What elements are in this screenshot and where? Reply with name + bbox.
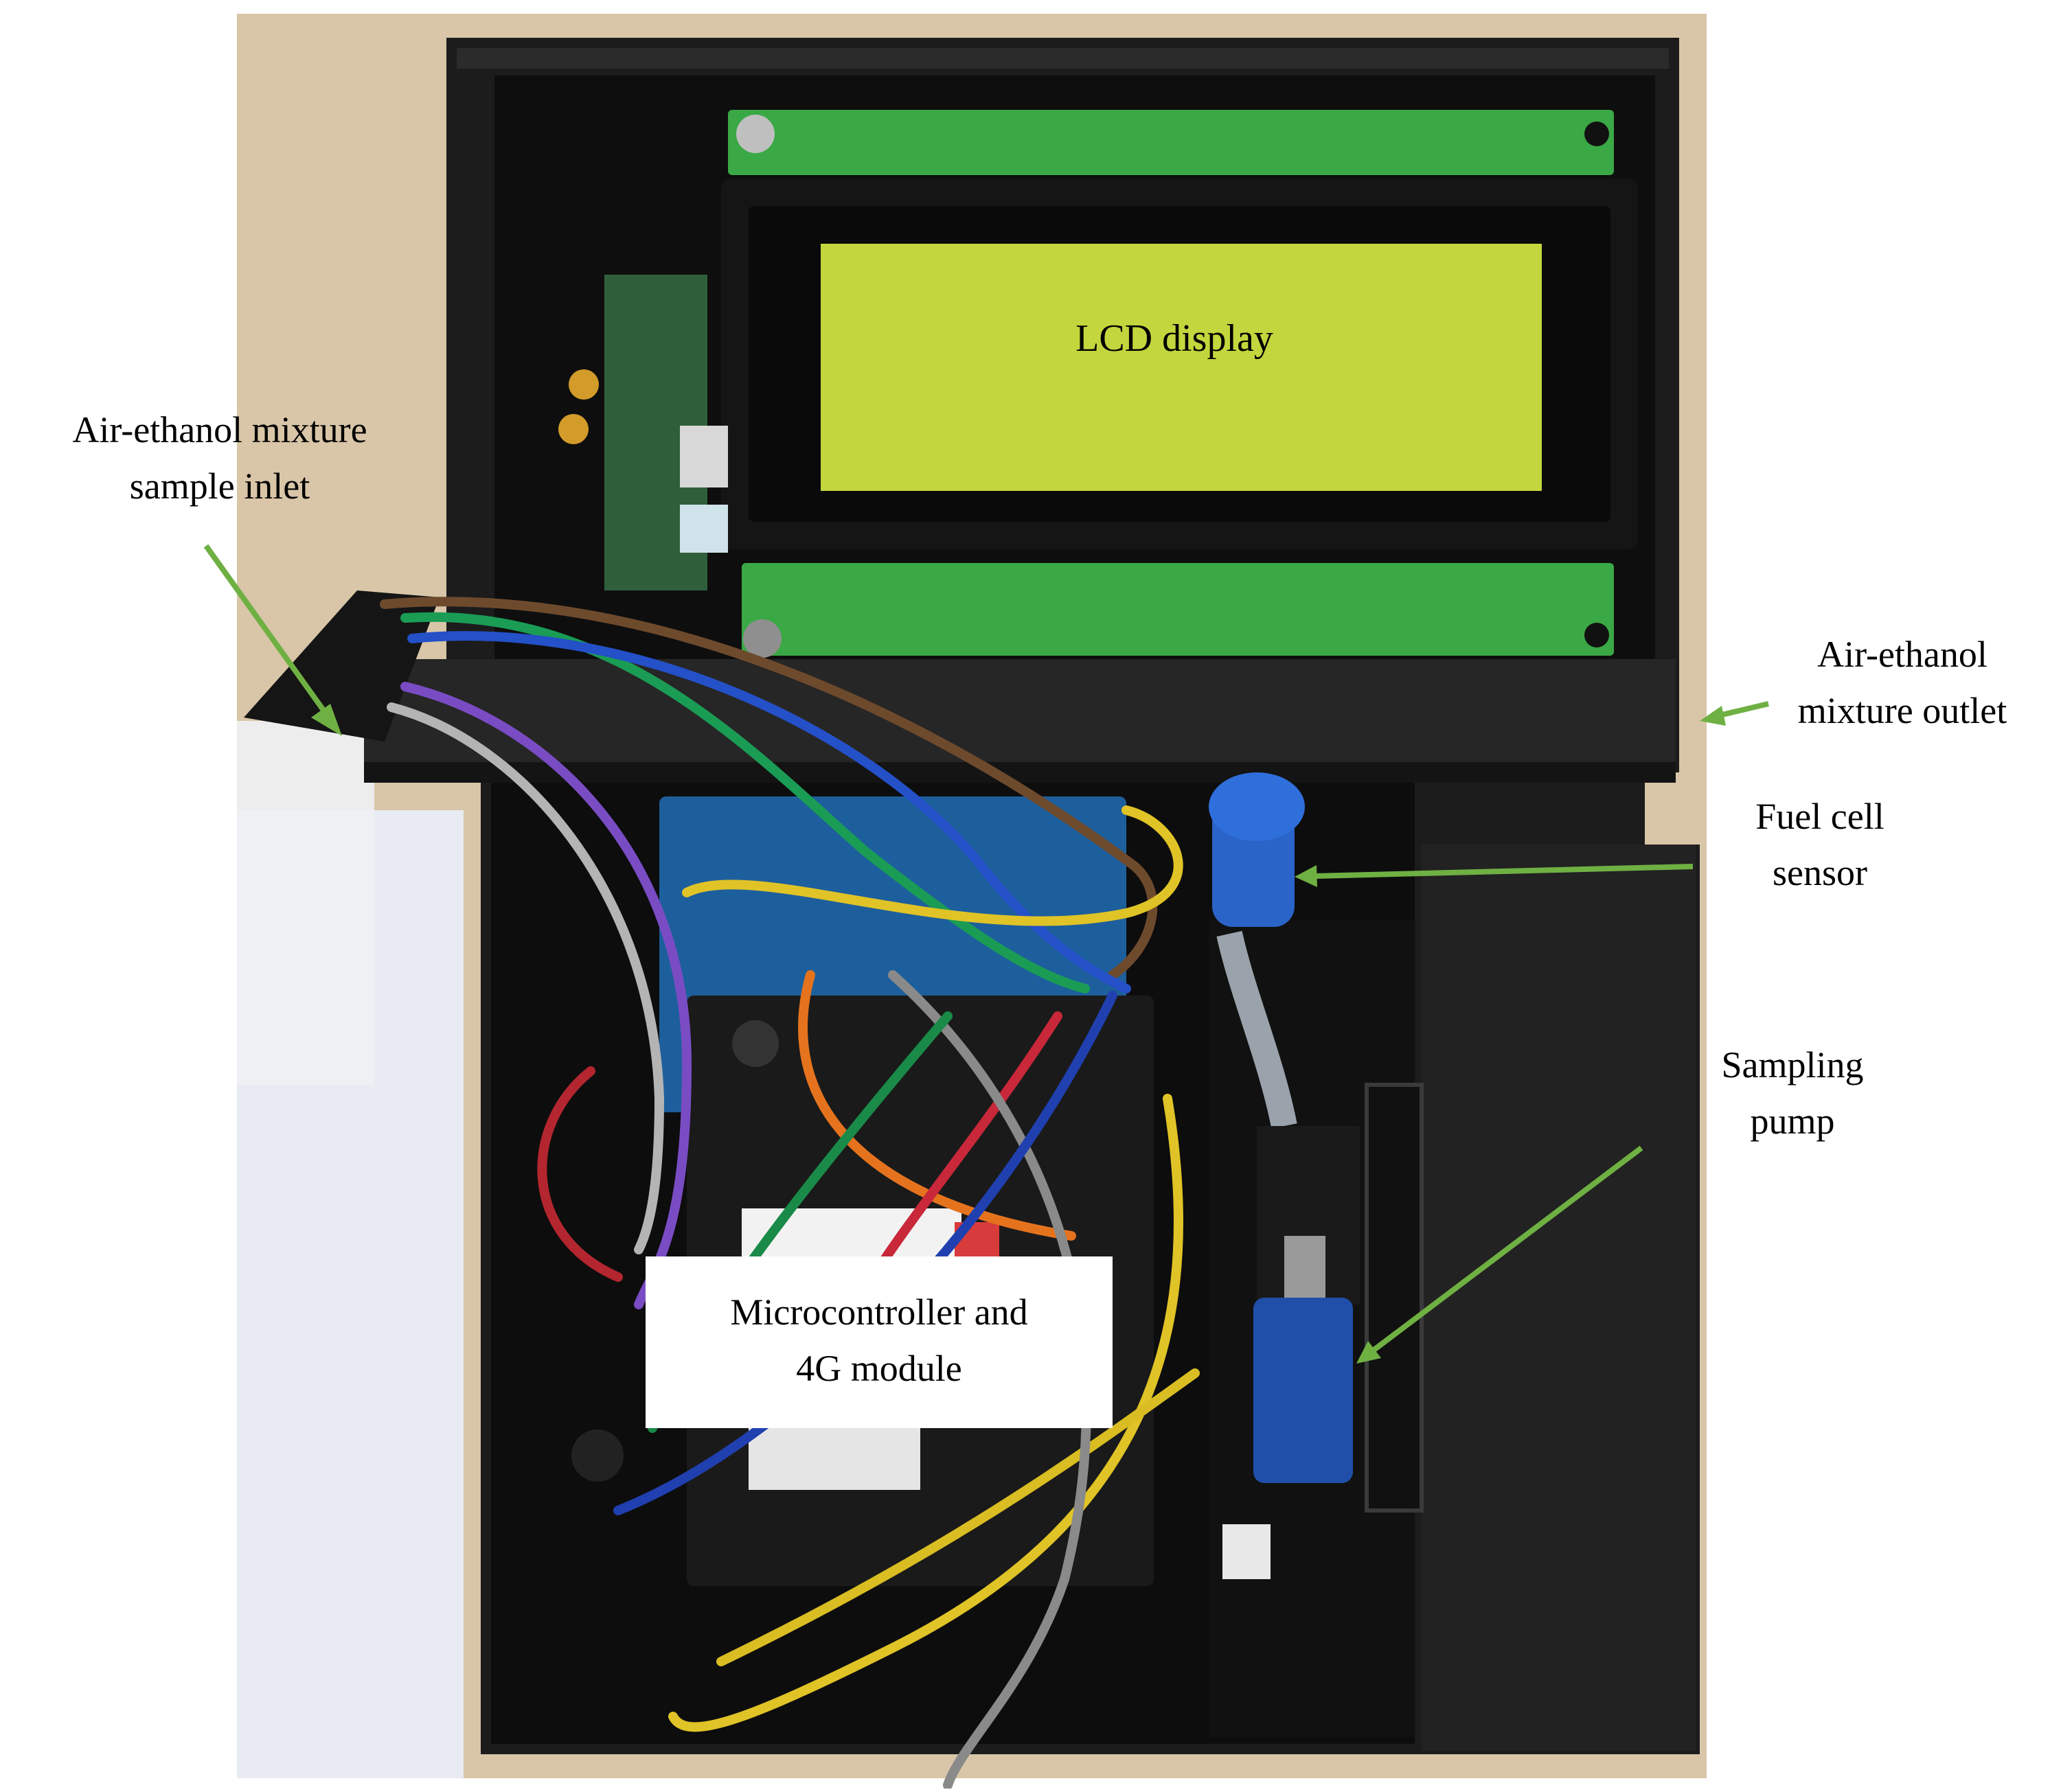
connector-white-1 — [680, 426, 728, 487]
wire-gray-2 — [888, 970, 1091, 1790]
capacitor-2 — [558, 414, 589, 444]
lcd-screen — [821, 244, 1542, 491]
pump-coil — [1253, 1298, 1353, 1483]
wire-yellow-2 — [668, 1094, 1183, 1732]
fuel-cell-sensor-cap — [1209, 772, 1305, 841]
connector-white-2 — [680, 505, 728, 553]
label-mixture-outlet-line1: Air-ethanol — [1817, 634, 1988, 675]
pump-connector — [1222, 1524, 1271, 1579]
label-sample-inlet: Air-ethanol mixture sample inlet — [0, 402, 440, 514]
wire-green — [400, 612, 1090, 993]
annotation-arrows — [203, 544, 1769, 1364]
sensor-tube — [1216, 930, 1297, 1129]
arrow-fuelcell-shaft — [1314, 864, 1694, 879]
lcd-screw-bottom — [743, 619, 782, 658]
label-sampling-pump: Sampling pump — [1665, 1037, 1920, 1149]
wire-blue — [407, 631, 1131, 993]
label-lcd-display-text: LCD display — [1075, 317, 1273, 360]
label-sampling-pump-line1: Sampling — [1721, 1044, 1864, 1085]
wire-yellow-3 — [716, 1368, 1200, 1666]
label-lcd-display: LCD display — [982, 310, 1367, 367]
crossbar — [364, 659, 1676, 776]
wire-red-2 — [537, 1066, 623, 1282]
right-wall — [1422, 845, 1696, 1751]
lcd-pcb-top — [728, 110, 1614, 175]
clear-tube-sheet — [237, 721, 374, 1085]
wire-purple — [400, 682, 692, 1309]
round-component — [571, 1429, 624, 1482]
label-fuel-cell-sensor: Fuel cell sensor — [1693, 788, 1947, 901]
lcd-screw-top — [736, 115, 775, 153]
label-mixture-outlet-line2: mixture outlet — [1797, 690, 2007, 731]
wire-yellow-1 — [682, 805, 1183, 926]
capacitor-1 — [569, 369, 599, 400]
crossbar-shadow — [364, 762, 1676, 783]
lcd-hole-bottom-right — [1584, 623, 1609, 647]
pump-bracket — [1365, 1083, 1424, 1513]
arrow-inlet-shaft — [203, 544, 329, 716]
buzzer — [732, 1020, 779, 1067]
label-sampling-pump-line2: pump — [1750, 1101, 1835, 1142]
enclosure-rim-top — [457, 48, 1669, 69]
wire-brown — [380, 597, 1158, 980]
arrow-outlet-head — [1700, 706, 1726, 726]
lcd-pcb-bottom — [742, 563, 1614, 656]
label-microcontroller-box: Microcontroller and 4G module — [646, 1256, 1113, 1428]
label-sample-inlet-line1: Air-ethanol mixture — [72, 409, 367, 450]
label-microcontroller-line1: Microcontroller and — [730, 1291, 1028, 1333]
label-mixture-outlet: Air-ethanol mixture outlet — [1755, 626, 2050, 739]
arrow-pump-shaft — [1370, 1145, 1643, 1354]
label-fuel-cell-line2: sensor — [1773, 852, 1867, 893]
arrow-inlet-head — [311, 704, 342, 736]
module-sticker-2 — [749, 1428, 920, 1490]
arrow-pump-head — [1356, 1341, 1381, 1364]
label-microcontroller-line2: 4G module — [796, 1348, 962, 1389]
label-fuel-cell-line1: Fuel cell — [1755, 796, 1884, 837]
arrow-fuelcell-head — [1295, 865, 1317, 887]
lcd-hole-top-right — [1584, 122, 1609, 146]
pump-spring — [1284, 1236, 1325, 1298]
label-sample-inlet-line2: sample inlet — [129, 466, 310, 507]
wire-gray — [387, 702, 665, 1254]
wires — [380, 597, 1200, 1790]
